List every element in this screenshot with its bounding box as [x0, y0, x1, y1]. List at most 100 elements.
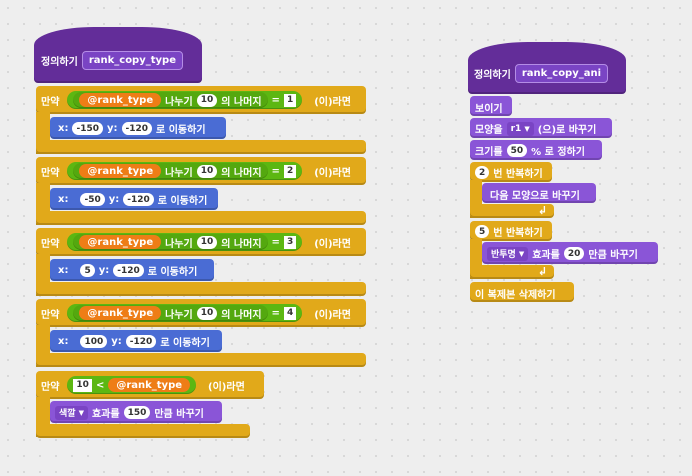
divisor-input[interactable]: 10 [196, 235, 218, 249]
if-foot-3 [36, 282, 366, 296]
mod-word2: 의 나머지 [221, 238, 262, 250]
if-suffix: (이)라면 [208, 381, 245, 393]
rank-type-variable[interactable]: @rank_type [108, 378, 191, 392]
y-label: y: [108, 194, 120, 205]
compare-input[interactable]: 4 [283, 306, 297, 320]
if-block-4[interactable]: 만약 @rank_type 나누기 10 의 나머지 = 4 (이)라면 [36, 299, 366, 327]
x-input[interactable]: -50 [80, 193, 105, 206]
costume-dropdown[interactable]: r1 ▼ [506, 121, 534, 136]
define-label: 정의하기 [41, 57, 78, 68]
dropdown-caret-icon: ▼ [518, 249, 525, 258]
if-suffix: (이)라면 [314, 96, 351, 108]
if-foot-5 [36, 424, 250, 438]
equals-sign: = [271, 94, 280, 106]
define-hat-block[interactable]: 정의하기 rank_copy_type [34, 27, 202, 83]
next-costume-block[interactable]: 다음 모양으로 바꾸기 [482, 183, 596, 203]
change-effect-block[interactable]: 색깔 ▼ 효과를 150 만큼 바꾸기 [50, 401, 222, 423]
effect-text2: 만큼 바꾸기 [588, 250, 638, 261]
mod-word1: 나누기 [165, 96, 193, 108]
mod-operator[interactable]: @rank_type 나누기 10 의 나머지 [73, 234, 268, 250]
equals-operator[interactable]: @rank_type 나누기 10 의 나머지 = 1 [67, 91, 303, 109]
effect-dropdown[interactable]: 색깔 ▼ [55, 405, 88, 420]
if-label: 만약 [41, 167, 60, 179]
if-label: 만약 [41, 238, 60, 250]
show-block[interactable]: 보이기 [470, 96, 512, 116]
rank-type-variable[interactable]: @rank_type [79, 235, 162, 249]
if-foot-2 [36, 211, 366, 225]
equals-sign: = [271, 165, 280, 177]
x-input[interactable]: 100 [80, 335, 108, 348]
repeat-block-2[interactable]: 5 번 반복하기 [470, 221, 552, 241]
y-label: y: [106, 123, 118, 134]
loop-arrow-icon: ↲ [538, 265, 548, 278]
goto-xy-block-1[interactable]: x: -150 y: -120 로 이동하기 [50, 117, 226, 139]
equals-operator[interactable]: @rank_type 나누기 10 의 나머지 = 2 [67, 162, 303, 180]
goto-label: 로 이동하기 [160, 338, 210, 349]
lhs-input[interactable]: 10 [73, 378, 92, 392]
mod-operator[interactable]: @rank_type 나누기 10 의 나머지 [73, 305, 268, 321]
mod-operator[interactable]: @rank_type 나누기 10 의 나머지 [73, 92, 268, 108]
if-block-1[interactable]: 만약 @rank_type 나누기 10 의 나머지 = 1 (이)라면 [36, 86, 366, 114]
if-label: 만약 [41, 309, 60, 321]
equals-sign: = [271, 307, 280, 319]
compare-input[interactable]: 1 [283, 93, 297, 107]
rank-type-variable[interactable]: @rank_type [79, 306, 162, 320]
y-label: y: [111, 336, 122, 347]
less-than-sign: < [95, 379, 105, 391]
mod-word2: 의 나머지 [221, 167, 262, 179]
switch-costume-block[interactable]: 모양을 r1 ▼ (으)로 바꾸기 [470, 118, 612, 138]
equals-sign: = [271, 236, 280, 248]
divisor-input[interactable]: 10 [196, 164, 218, 178]
costume-dropdown-value: r1 [510, 123, 522, 134]
costume-prefix: 모양을 [475, 125, 503, 136]
goto-label: 로 이동하기 [156, 125, 206, 136]
delete-clone-block[interactable]: 이 복제본 삭제하기 [470, 282, 574, 302]
effect-dropdown-value: 색깔 [59, 409, 76, 419]
custom-block-name[interactable]: rank_copy_ani [514, 64, 609, 83]
y-input[interactable]: -120 [125, 335, 157, 348]
effect-value-input[interactable]: 20 [563, 247, 585, 260]
effect-value-input[interactable]: 150 [123, 406, 151, 419]
repeat-block-1[interactable]: 2 번 반복하기 [470, 162, 552, 182]
effect-dropdown-value: 반투명 [491, 250, 516, 260]
costume-suffix: (으)로 바꾸기 [537, 125, 597, 136]
effect-text1: 효과를 [532, 250, 560, 261]
custom-block-name[interactable]: rank_copy_type [81, 51, 183, 70]
y-input[interactable]: -120 [113, 264, 144, 277]
mod-word1: 나누기 [165, 238, 193, 250]
goto-xy-block-3[interactable]: x: 5 y: -120 로 이동하기 [50, 259, 214, 281]
divisor-input[interactable]: 10 [196, 93, 218, 107]
set-size-block[interactable]: 크기를 50 % 로 정하기 [470, 140, 602, 160]
effect-dropdown[interactable]: 반투명 ▼ [487, 246, 529, 261]
divisor-input[interactable]: 10 [196, 306, 218, 320]
repeat-count-input[interactable]: 2 [475, 166, 490, 179]
repeat-count-input[interactable]: 5 [475, 225, 490, 238]
if-block-5[interactable]: 만약 10 < @rank_type (이)라면 [36, 371, 264, 399]
x-input[interactable]: 5 [80, 264, 95, 277]
compare-input[interactable]: 2 [283, 164, 297, 178]
x-input[interactable]: -150 [72, 122, 103, 135]
mod-word1: 나누기 [165, 309, 193, 321]
rank-type-variable[interactable]: @rank_type [79, 93, 162, 107]
repeat-label: 번 반복하기 [493, 169, 543, 180]
size-input[interactable]: 50 [506, 144, 528, 157]
define-hat-block[interactable]: 정의하기 rank_copy_ani [468, 42, 626, 94]
equals-operator[interactable]: @rank_type 나누기 10 의 나머지 = 4 [67, 304, 303, 322]
if-block-2[interactable]: 만약 @rank_type 나누기 10 의 나머지 = 2 (이)라면 [36, 157, 366, 185]
change-ghost-effect-block[interactable]: 반투명 ▼ 효과를 20 만큼 바꾸기 [482, 242, 658, 264]
goto-xy-block-2[interactable]: x: -50 y: -120 로 이동하기 [50, 188, 218, 210]
goto-xy-block-4[interactable]: x: 100 y: -120 로 이동하기 [50, 330, 222, 352]
y-input[interactable]: -120 [121, 122, 153, 135]
less-than-operator[interactable]: 10 < @rank_type [67, 376, 197, 394]
x-label: x: [58, 194, 69, 205]
repeat-foot-1: ↲ [470, 204, 554, 218]
compare-input[interactable]: 3 [283, 235, 297, 249]
if-block-3[interactable]: 만약 @rank_type 나누기 10 의 나머지 = 3 (이)라면 [36, 228, 366, 256]
y-input[interactable]: -120 [123, 193, 154, 206]
rank-type-variable[interactable]: @rank_type [79, 164, 162, 178]
effect-text1: 효과를 [91, 409, 120, 420]
mod-word2: 의 나머지 [221, 96, 262, 108]
equals-operator[interactable]: @rank_type 나누기 10 의 나머지 = 3 [67, 233, 303, 251]
show-label: 보이기 [475, 104, 503, 115]
mod-operator[interactable]: @rank_type 나누기 10 의 나머지 [73, 163, 268, 179]
